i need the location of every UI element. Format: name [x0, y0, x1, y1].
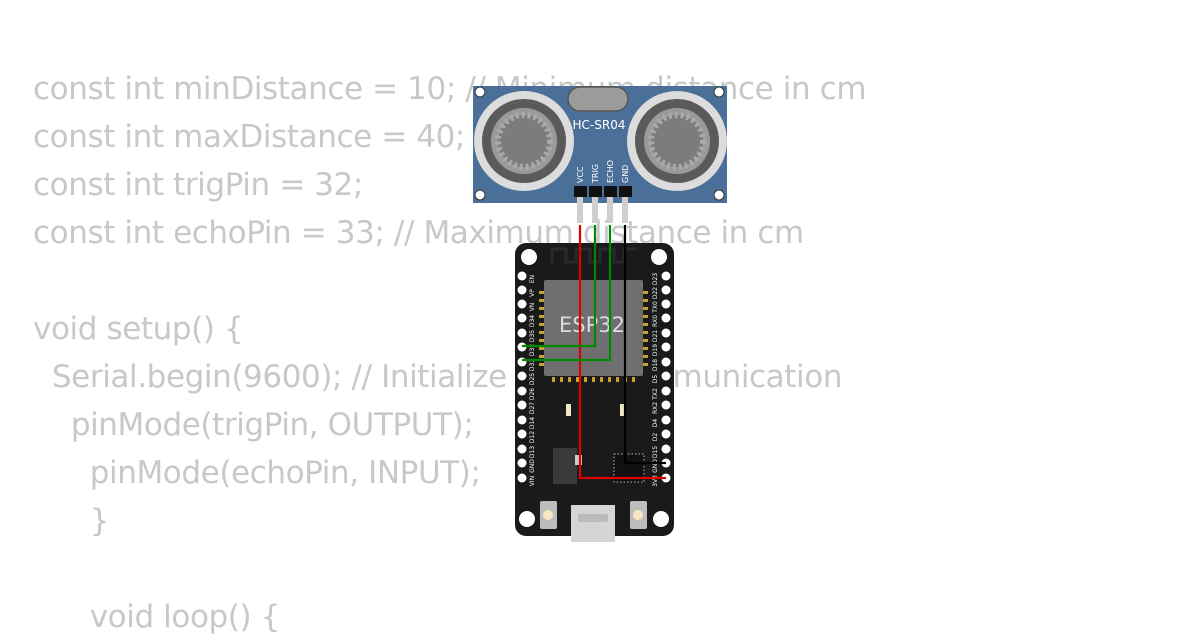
- pin-label-left: GND: [529, 459, 536, 473]
- receiver-transducer: [627, 91, 727, 191]
- sensor-name-label: HC-SR04: [573, 118, 626, 132]
- code-line-10: }: [33, 503, 110, 539]
- pin-label-left: D34: [529, 315, 536, 327]
- pin-label-left: D35: [529, 330, 536, 342]
- crystal-oscillator: [567, 86, 629, 112]
- pin-label-right: D18: [652, 359, 659, 371]
- code-line-8: pinMode(trigPin, OUTPUT);: [33, 407, 474, 443]
- pin-label-right: D5: [652, 375, 659, 384]
- pin-label-left: VIN: [529, 476, 536, 486]
- code-line-2: const int maxDistance = 40;: [33, 119, 465, 155]
- pin-label-left: D26: [529, 388, 536, 400]
- chip-pads: [539, 291, 648, 382]
- mounting-hole-icon: [519, 511, 535, 527]
- mounting-hole-icon: [521, 249, 537, 265]
- pin-label-right: 3V3: [652, 475, 659, 487]
- pin-label-left: VP: [529, 289, 536, 297]
- pin-label-right: D19: [652, 344, 659, 356]
- boot-button-icon: [633, 510, 643, 520]
- pin-label-right: D22: [652, 287, 659, 299]
- pin-label-right: D21: [652, 330, 659, 342]
- pin-label-right: D4: [652, 419, 659, 428]
- transmitter-transducer: [474, 91, 574, 191]
- sensor-pin-header: [574, 186, 632, 223]
- pin-label-right: D23: [652, 273, 659, 285]
- code-line-12: void loop() {: [33, 599, 281, 635]
- pin-label-right: TX2: [652, 388, 659, 401]
- echo-wire[interactable]: [522, 225, 612, 362]
- voltage-regulator: [553, 448, 577, 484]
- gnd-wire[interactable]: [623, 225, 666, 465]
- regulator-tab: [575, 455, 582, 465]
- pin-label-left: D13: [529, 446, 536, 458]
- mounting-hole-icon: [651, 249, 667, 265]
- code-line-3: const int trigPin = 32;: [33, 167, 363, 203]
- mounting-hole-icon: [474, 86, 486, 98]
- mounting-hole-icon: [713, 86, 725, 98]
- reset-button-icon: [543, 510, 553, 520]
- code-line-6: void setup() {: [33, 311, 244, 347]
- pin-label-right: RX2: [652, 402, 659, 414]
- pin-label-left: EN: [529, 275, 536, 283]
- smd-component: [566, 404, 571, 416]
- pin-label-left: VN: [529, 303, 536, 312]
- mounting-hole-icon: [713, 189, 725, 201]
- sensor-pin-label-trig: TRIG: [591, 164, 600, 184]
- pin-label-left: D14: [529, 417, 536, 429]
- pin-label-left: D27: [529, 402, 536, 414]
- usb-port: [571, 505, 615, 542]
- pin-label-left: D32: [529, 344, 536, 356]
- pin-label-right: D2: [652, 433, 659, 442]
- antenna-trace: [550, 247, 636, 265]
- left-pin-header: [517, 271, 527, 483]
- pin-label-right: RX0: [652, 315, 659, 327]
- esp32-chip-label: ESP32: [559, 313, 625, 337]
- mounting-hole-icon: [474, 189, 486, 201]
- sensor-pin-label-vcc: VCC: [576, 166, 585, 183]
- mounting-hole-icon: [653, 511, 669, 527]
- pin-label-left: D33: [529, 359, 536, 371]
- hc-sr04-sensor[interactable]: HC-SR04 VCC TRIG ECHO GND: [473, 86, 727, 223]
- trig-wire[interactable]: [522, 225, 597, 348]
- esp32-chip-shield: [544, 280, 643, 376]
- right-pin-header: [661, 271, 671, 483]
- pin-label-left: D25: [529, 373, 536, 385]
- sensor-pin-label-echo: ECHO: [606, 160, 615, 183]
- pin-label-right: GND: [652, 459, 659, 473]
- pin-label-right: TX0: [652, 301, 659, 314]
- pin-label-right: D15: [652, 446, 659, 458]
- pin-label-left: D12: [529, 431, 536, 443]
- code-line-9: pinMode(echoPin, INPUT);: [33, 455, 481, 491]
- sensor-pin-label-gnd: GND: [621, 165, 630, 183]
- usb-socket: [578, 514, 608, 522]
- smd-component: [620, 404, 625, 416]
